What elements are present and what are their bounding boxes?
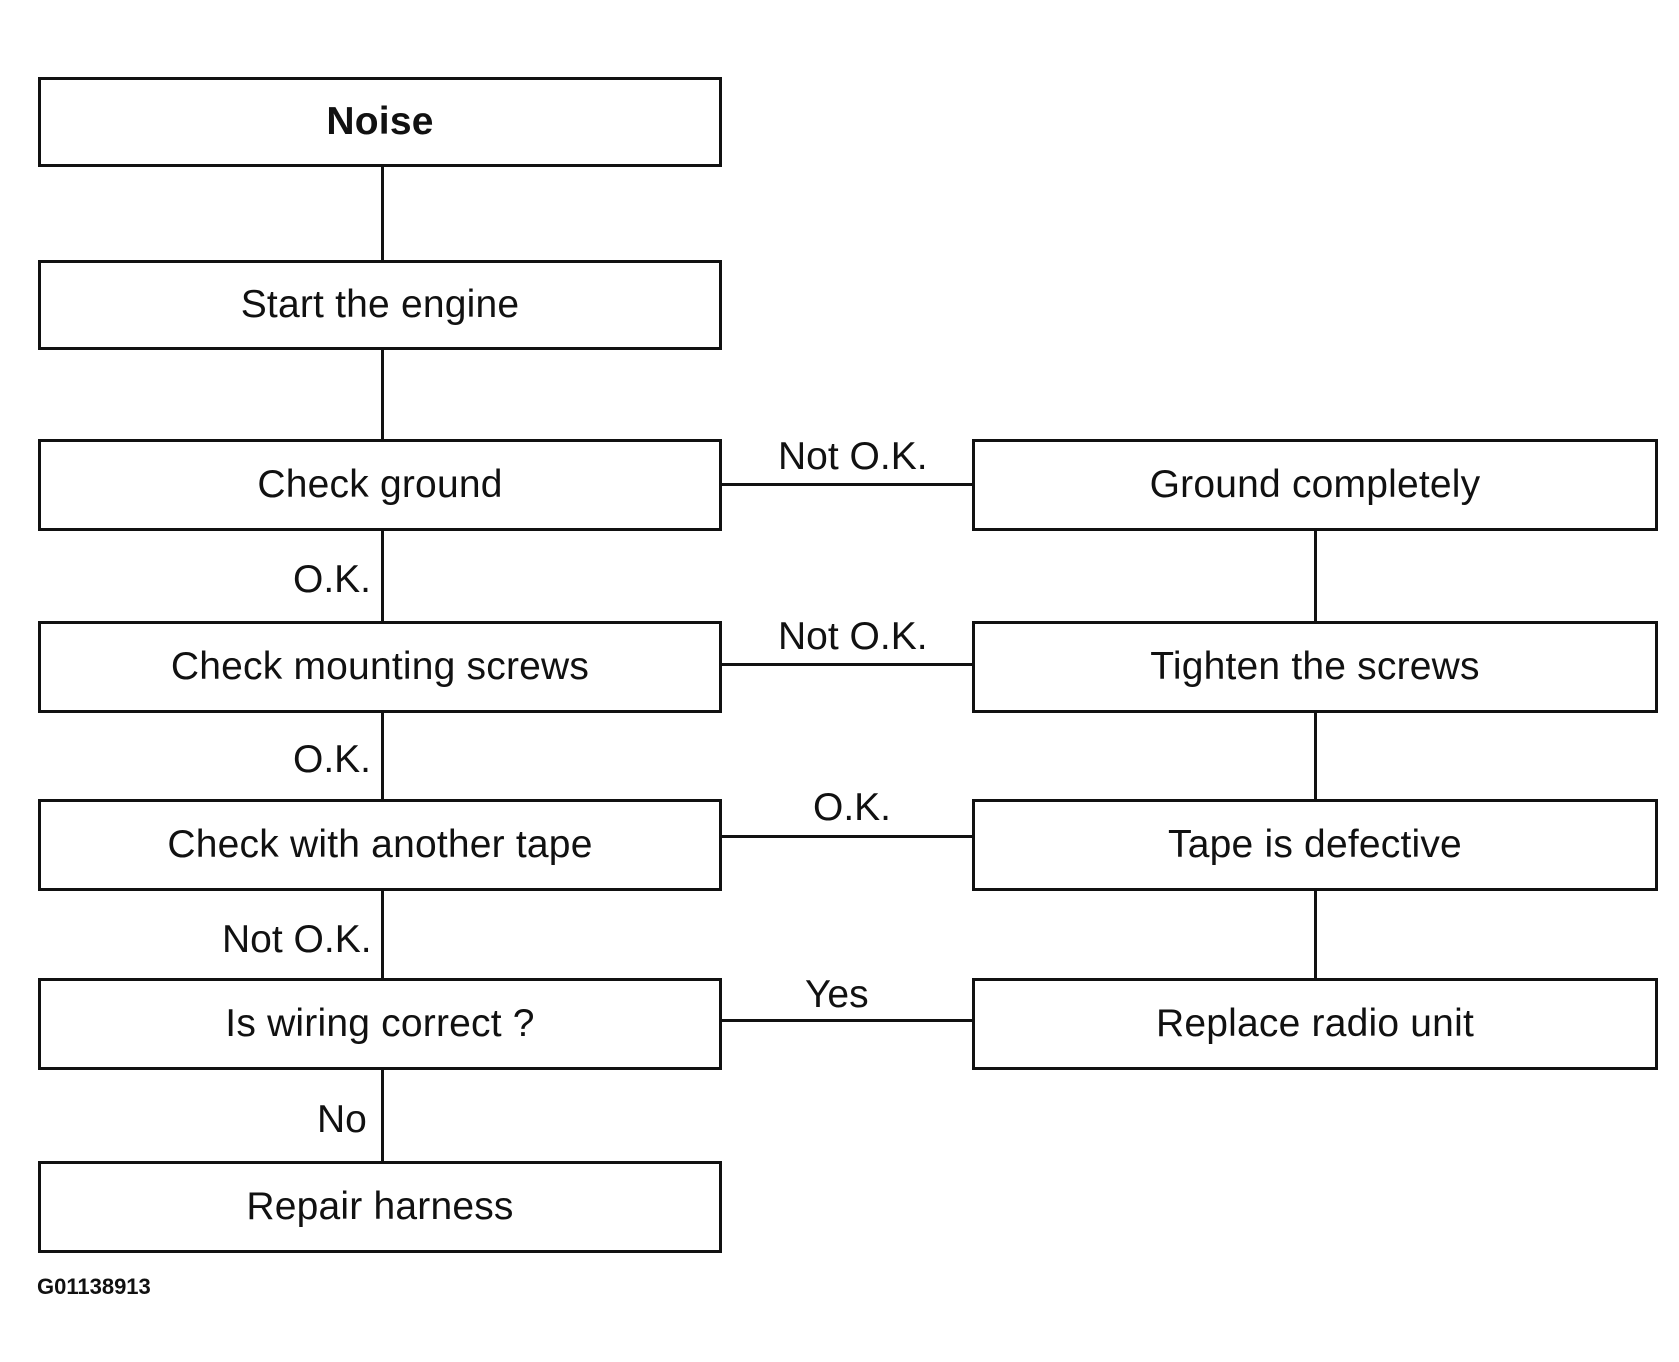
box-start-the-engine: Start the engine <box>38 260 722 350</box>
connector-ground-not-ok <box>722 483 972 486</box>
connector-noise-to-start <box>381 167 384 260</box>
box-repair-harness: Repair harness <box>38 1161 722 1253</box>
connector-ground-completely-to-tighten <box>1314 531 1317 621</box>
box-ground-completely: Ground completely <box>972 439 1658 531</box>
label-ground-ok: O.K. <box>293 558 372 601</box>
label-wiring-no: No <box>317 1098 367 1141</box>
box-tighten-the-screws: Tighten the screws <box>972 621 1658 713</box>
connector-wiring-yes <box>722 1019 972 1022</box>
connector-tape-to-wiring <box>381 891 384 978</box>
label-tape-not-ok: Not O.K. <box>222 918 372 961</box>
connector-tape-defective-to-replace <box>1314 891 1317 978</box>
box-check-ground: Check ground <box>38 439 722 531</box>
box-is-wiring-correct: Is wiring correct ? <box>38 978 722 1070</box>
connector-start-to-ground <box>381 350 384 439</box>
connector-ground-to-screws <box>381 531 384 621</box>
label-screws-not-ok: Not O.K. <box>778 615 928 658</box>
box-tape-is-defective: Tape is defective <box>972 799 1658 891</box>
connector-screws-to-tape <box>381 713 384 799</box>
connector-wiring-to-harness <box>381 1070 384 1161</box>
label-tape-ok: O.K. <box>813 786 892 829</box>
label-screws-ok: O.K. <box>293 738 372 781</box>
figure-code: G01138913 <box>37 1274 151 1299</box>
connector-tape-ok <box>722 835 972 838</box>
box-check-mounting-screws: Check mounting screws <box>38 621 722 713</box>
label-wiring-yes: Yes <box>805 973 869 1016</box>
box-replace-radio-unit: Replace radio unit <box>972 978 1658 1070</box>
connector-screws-not-ok <box>722 663 972 666</box>
connector-tighten-to-tape-defective <box>1314 713 1317 799</box>
box-noise: Noise <box>38 77 722 167</box>
box-check-with-another-tape: Check with another tape <box>38 799 722 891</box>
label-ground-not-ok: Not O.K. <box>778 435 928 478</box>
